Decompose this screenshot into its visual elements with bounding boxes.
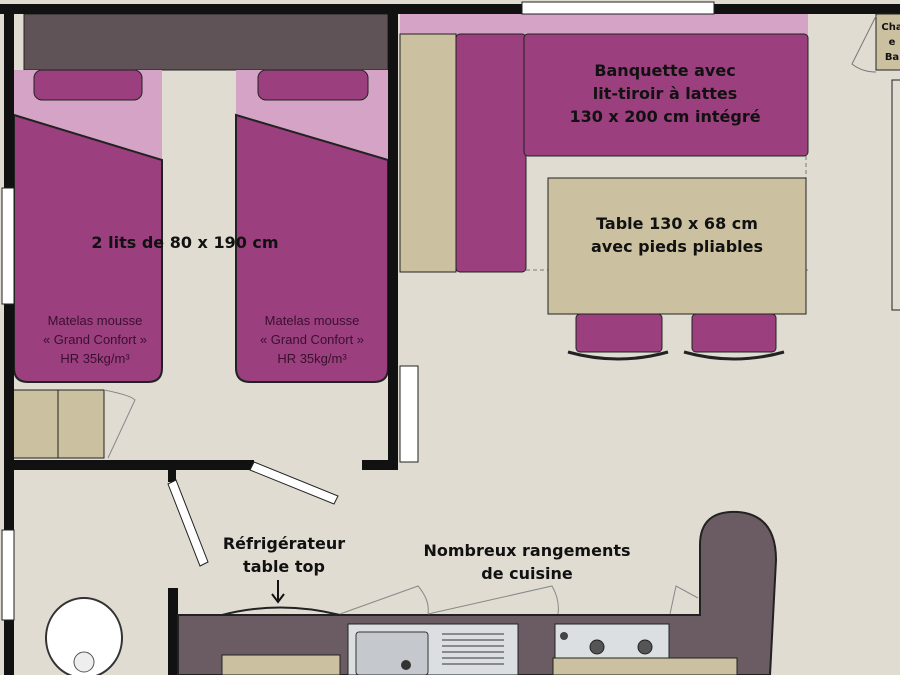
fridge-line1: Réfrigérateur — [223, 534, 345, 553]
corner-line1: Cha — [881, 22, 900, 33]
toilet — [45, 597, 123, 675]
table: Table 130 x 68 cm avec pieds pliables — [547, 177, 807, 315]
bedroom-door — [249, 461, 339, 505]
bench: Banquette avec lit-tiroir à lattes 130 x… — [399, 14, 809, 273]
bench-line1: Banquette avec — [594, 61, 735, 80]
corner-box — [875, 13, 900, 71]
arrow-down-icon — [271, 580, 285, 604]
mattress-left-line1: Matelas mousse — [48, 313, 143, 328]
fridge-line2: table top — [243, 557, 325, 576]
bench-line3: 130 x 200 cm intégré — [569, 107, 760, 126]
headboard-shelf — [23, 13, 389, 71]
wardrobe — [11, 389, 136, 459]
mattress-left-line3: HR 35kg/m³ — [60, 351, 130, 366]
mattress-right-line1: Matelas mousse — [265, 313, 360, 328]
kitchen — [177, 510, 778, 675]
table-line1: Table 130 x 68 cm — [596, 214, 758, 233]
corner-line2: e — [889, 37, 896, 48]
window-left — [1, 187, 15, 305]
left-bed: Matelas mousse « Grand Confort » HR 35kg… — [13, 69, 163, 383]
corner-line3: Ba — [885, 52, 899, 63]
chairs — [567, 313, 785, 361]
right-bed: Matelas mousse « Grand Confort » HR 35kg… — [235, 69, 389, 383]
storage-line2: de cuisine — [481, 564, 573, 583]
mattress-right-line2: « Grand Confort » — [260, 332, 364, 347]
mattress-right-line3: HR 35kg/m³ — [277, 351, 347, 366]
walls — [0, 4, 900, 675]
storage-line1: Nombreux rangements — [424, 541, 631, 560]
window-side — [399, 365, 419, 463]
window-bath — [1, 529, 15, 621]
table-line2: avec pieds pliables — [591, 237, 763, 256]
mattress-left-line2: « Grand Confort » — [43, 332, 147, 347]
beds-label: 2 lits de 80 x 190 cm — [91, 233, 278, 252]
bathroom-door — [167, 479, 209, 567]
window-top — [521, 1, 715, 15]
bench-line2: lit-tiroir à lattes — [593, 84, 738, 103]
